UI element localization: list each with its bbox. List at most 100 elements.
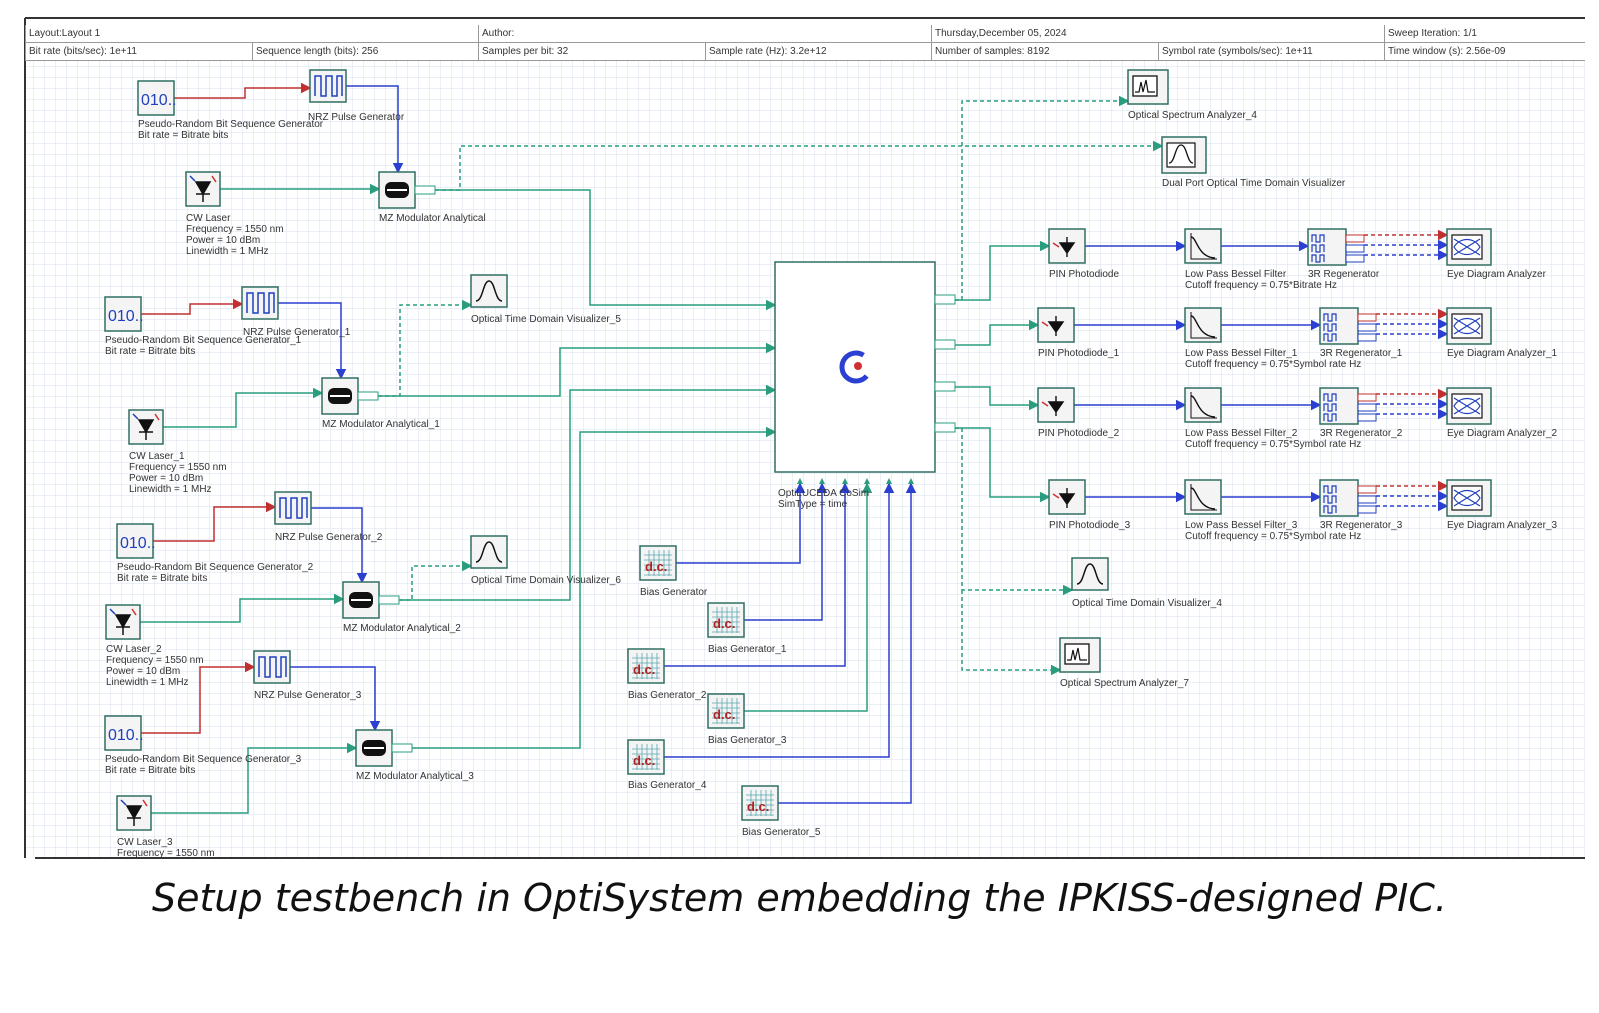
mz1-label: MZ Modulator Analytical_1 — [322, 419, 440, 430]
nrz3-nrz-pulse-generator[interactable]: NRZ Pulse Generator_3 — [253, 650, 362, 701]
wire-2 — [153, 501, 277, 542]
lpf0-lpf-box[interactable] — [1184, 228, 1222, 264]
prbs2-prbs-box[interactable] — [116, 523, 154, 559]
otdv5-otdv-box[interactable] — [470, 274, 508, 308]
mz1-mz-modulator[interactable]: MZ Modulator Analytical_1 — [321, 377, 440, 430]
mz0-output-port[interactable] — [414, 185, 436, 195]
pin1-pin-photodiode[interactable]: PIN Photodiode_1 — [1037, 307, 1120, 359]
reg2-3r-regenerator[interactable]: 3R Regenerator_2 — [1319, 387, 1403, 439]
mz3-output-port[interactable] — [391, 743, 413, 753]
mz1-output-port[interactable] — [357, 391, 379, 401]
bias4-bias-box[interactable] — [627, 739, 665, 775]
lpf2-lpf-box[interactable] — [1184, 387, 1222, 423]
prbs3-prbs-box[interactable] — [104, 715, 142, 751]
cosim-input-port-2[interactable] — [842, 478, 848, 484]
reg0-output-port-2[interactable] — [1345, 254, 1365, 263]
prbs1-prbs-generator[interactable]: 010..Pseudo-Random Bit Sequence Generato… — [104, 296, 302, 357]
bias5-bias-generator[interactable]: d.c.Bias Generator_5 — [741, 785, 821, 838]
reg0-output-port-1[interactable] — [1345, 244, 1365, 253]
pin0-pin-box[interactable] — [1048, 228, 1086, 264]
pin2-pin-photodiode[interactable]: PIN Photodiode_2 — [1037, 387, 1120, 439]
lpf1-lpf-box[interactable] — [1184, 307, 1222, 343]
osa7-optical-spectrum-analyzer[interactable]: Optical Spectrum Analyzer_7 — [1059, 637, 1189, 689]
reg1-output-port-0[interactable] — [1357, 313, 1377, 322]
lpf3-lpf-box[interactable] — [1184, 479, 1222, 515]
cosim-input-port-0[interactable] — [797, 478, 803, 484]
reg3-output-port-2[interactable] — [1357, 505, 1377, 514]
cosim-output-port-1[interactable] — [934, 339, 956, 350]
cosim-input-port-3[interactable] — [864, 478, 870, 484]
reg3-signal-icon-2 — [1323, 505, 1337, 514]
cosim-output-port-3[interactable] — [934, 422, 956, 433]
prbs1-prbs-box[interactable] — [104, 296, 142, 332]
pin3-pin-photodiode[interactable]: PIN Photodiode_3 — [1048, 479, 1131, 531]
reg0-label: 3R Regenerator — [1308, 269, 1380, 280]
nrz2-nrz-pulse-generator[interactable]: NRZ Pulse Generator_2 — [274, 491, 383, 543]
cosim-input-port-5[interactable] — [908, 478, 914, 484]
prbs3-prbs-generator[interactable]: 010..Pseudo-Random Bit Sequence Generato… — [104, 715, 302, 776]
otdv6-otdv-box[interactable] — [470, 535, 508, 569]
reg1-output-port-2[interactable] — [1357, 333, 1377, 342]
mz3-mz-modulator[interactable]: MZ Modulator Analytical_3 — [355, 729, 474, 782]
mz0-mz-modulator[interactable]: MZ Modulator Analytical — [378, 171, 486, 224]
eye3-eye-diagram-analyzer[interactable]: Eye Diagram Analyzer_3 — [1446, 479, 1557, 531]
cosim-output-port-2[interactable] — [934, 381, 956, 392]
wire-10 — [140, 593, 345, 623]
bias2-bias-generator[interactable]: d.c.Bias Generator_2 — [627, 648, 707, 701]
cosim-output-port-0[interactable] — [934, 294, 956, 305]
mz2-output-port[interactable] — [378, 595, 400, 605]
bias1-bias-generator[interactable]: d.c.Bias Generator_1 — [707, 602, 787, 655]
otdv4-optical-time-domain-visualizer[interactable]: Optical Time Domain Visualizer_4 — [1071, 557, 1222, 609]
eye1-eye-diagram-analyzer[interactable]: Eye Diagram Analyzer_1 — [1446, 307, 1557, 359]
nrz0-nrz-pulse-generator[interactable]: NRZ Pulse Generator — [308, 69, 405, 123]
reg2-output-port-1[interactable] — [1357, 403, 1377, 412]
reg0-output-port-0[interactable] — [1345, 234, 1365, 243]
otdv6-optical-time-domain-visualizer[interactable]: Optical Time Domain Visualizer_6 — [470, 535, 621, 586]
prbs1-param: Bit rate = Bitrate bits — [105, 346, 195, 357]
bias3-bias-generator[interactable]: d.c.Bias Generator_3 — [707, 693, 787, 746]
mz2-mz-modulator[interactable]: MZ Modulator Analytical_2 — [342, 581, 461, 634]
prbs0-prbs-generator[interactable]: 010..Pseudo-Random Bit Sequence Generato… — [137, 80, 324, 141]
reg2-output-port-0[interactable] — [1357, 393, 1377, 402]
eye2-label: Eye Diagram Analyzer_2 — [1447, 428, 1557, 439]
eye0-eye-diagram-analyzer[interactable]: Eye Diagram Analyzer — [1446, 228, 1547, 280]
otdv4-otdv-box[interactable] — [1071, 557, 1109, 591]
dpotdv-dual-port-visualizer[interactable]: Dual Port Optical Time Domain Visualizer — [1161, 136, 1346, 189]
otdv5-optical-time-domain-visualizer[interactable]: Optical Time Domain Visualizer_5 — [470, 274, 621, 325]
reg3-3r-regenerator[interactable]: 3R Regenerator_3 — [1319, 479, 1403, 531]
prbs2-prbs-generator[interactable]: 010..Pseudo-Random Bit Sequence Generato… — [116, 523, 314, 584]
prbs0-prbs-box[interactable] — [137, 80, 175, 116]
cosim-input-port-4[interactable] — [886, 478, 892, 484]
reg0-3r-regenerator[interactable]: 3R Regenerator — [1307, 228, 1380, 280]
reg3-output-port-0[interactable] — [1357, 485, 1377, 494]
eye2-eye-diagram-analyzer[interactable]: Eye Diagram Analyzer_2 — [1446, 387, 1557, 439]
nrz1-nrz-pulse-generator[interactable]: NRZ Pulse Generator_1 — [241, 286, 351, 338]
pin0-pin-photodiode[interactable]: PIN Photodiode — [1048, 228, 1119, 280]
bias2-bias-box[interactable] — [627, 648, 665, 684]
bias1-bias-box[interactable] — [707, 602, 745, 638]
cw0-param-1: Power = 10 dBm — [186, 235, 260, 246]
bias5-dc-icon: d.c. — [747, 799, 769, 814]
cosim-input-port-1[interactable] — [819, 478, 825, 484]
bias0-bias-generator[interactable]: d.c.Bias Generator — [639, 545, 708, 598]
reg1-3r-regenerator[interactable]: 3R Regenerator_1 — [1319, 307, 1403, 359]
reg3-output-port-1[interactable] — [1357, 495, 1377, 504]
bias0-dc-icon: d.c. — [645, 559, 667, 574]
bias0-bias-box[interactable] — [639, 545, 677, 581]
cw0-light-arrow-icon — [189, 175, 196, 182]
bias5-bias-box[interactable] — [741, 785, 779, 821]
bias3-bias-box[interactable] — [707, 693, 745, 729]
reg1-output-port-1[interactable] — [1357, 323, 1377, 332]
bias4-bias-generator[interactable]: d.c.Bias Generator_4 — [627, 739, 707, 791]
reg2-output-port-2[interactable] — [1357, 413, 1377, 422]
osa4-optical-spectrum-analyzer[interactable]: Optical Spectrum Analyzer_4 — [1127, 69, 1257, 121]
